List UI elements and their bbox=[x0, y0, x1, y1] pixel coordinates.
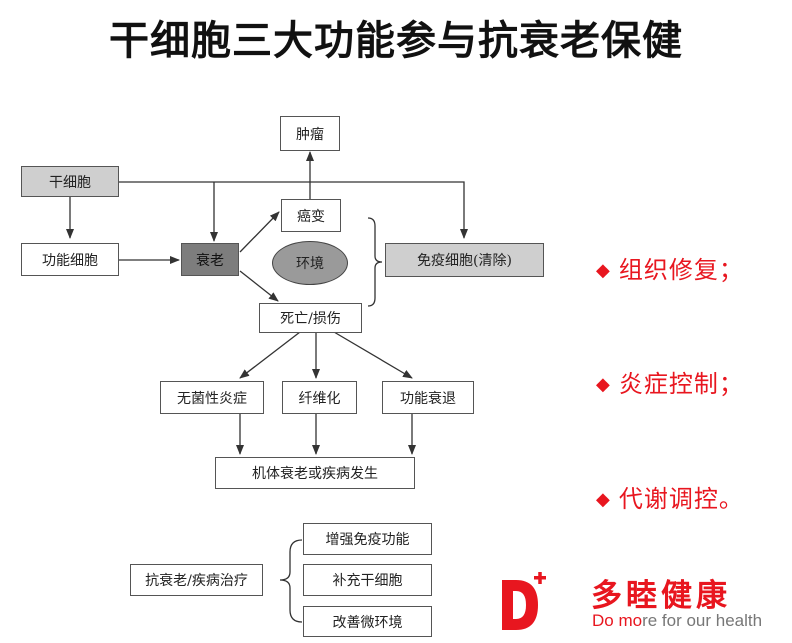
fibrosis-node: 纤维化 bbox=[282, 381, 357, 414]
bullet-inflammation-control: ◆ 炎症控制； bbox=[596, 364, 744, 399]
bullet-text: 组织修复； bbox=[618, 256, 744, 284]
diamond-bullet-icon: ◆ bbox=[596, 374, 611, 395]
diamond-bullet-icon: ◆ bbox=[596, 260, 611, 281]
bullet-text: 代谢调控。 bbox=[618, 485, 744, 513]
cancer-node: 癌变 bbox=[281, 199, 341, 232]
supplement-stem-cell-node: 补充干细胞 bbox=[303, 564, 432, 596]
outcome-node: 机体衰老或疾病发生 bbox=[215, 457, 415, 489]
improve-microenvironment-node: 改善微环境 bbox=[303, 606, 432, 637]
diamond-bullet-icon: ◆ bbox=[596, 489, 611, 510]
slogan-red-part: Do mo bbox=[592, 611, 643, 630]
enhance-immunity-node: 增强免疫功能 bbox=[303, 523, 432, 555]
bullet-text: 炎症控制； bbox=[618, 370, 744, 398]
page-title: 干细胞三大功能参与抗衰老保健 bbox=[109, 18, 683, 64]
bullet-metabolic-regulation: ◆ 代谢调控。 bbox=[596, 479, 744, 514]
slogan-gray-part: re for our health bbox=[642, 611, 763, 630]
bullet-tissue-repair: ◆ 组织修复； bbox=[596, 250, 744, 285]
death-injury-node: 死亡/损伤 bbox=[259, 303, 362, 333]
brand-slogan: Do more for our health bbox=[592, 611, 762, 631]
brand-logo-icon bbox=[502, 572, 546, 630]
functional-cell-node: 功能细胞 bbox=[21, 243, 119, 276]
tumor-node: 肿瘤 bbox=[280, 116, 340, 151]
treatment-node: 抗衰老/疾病治疗 bbox=[130, 564, 263, 596]
environment-node: 环境 bbox=[272, 241, 348, 285]
brand-name: 多睦健康 bbox=[591, 578, 731, 614]
immune-cell-node: 免疫细胞(清除) bbox=[385, 243, 544, 277]
function-decline-node: 功能衰退 bbox=[382, 381, 474, 414]
aging-node: 衰老 bbox=[181, 243, 239, 276]
aseptic-inflammation-node: 无菌性炎症 bbox=[160, 381, 264, 414]
stem-cell-node: 干细胞 bbox=[21, 166, 119, 197]
